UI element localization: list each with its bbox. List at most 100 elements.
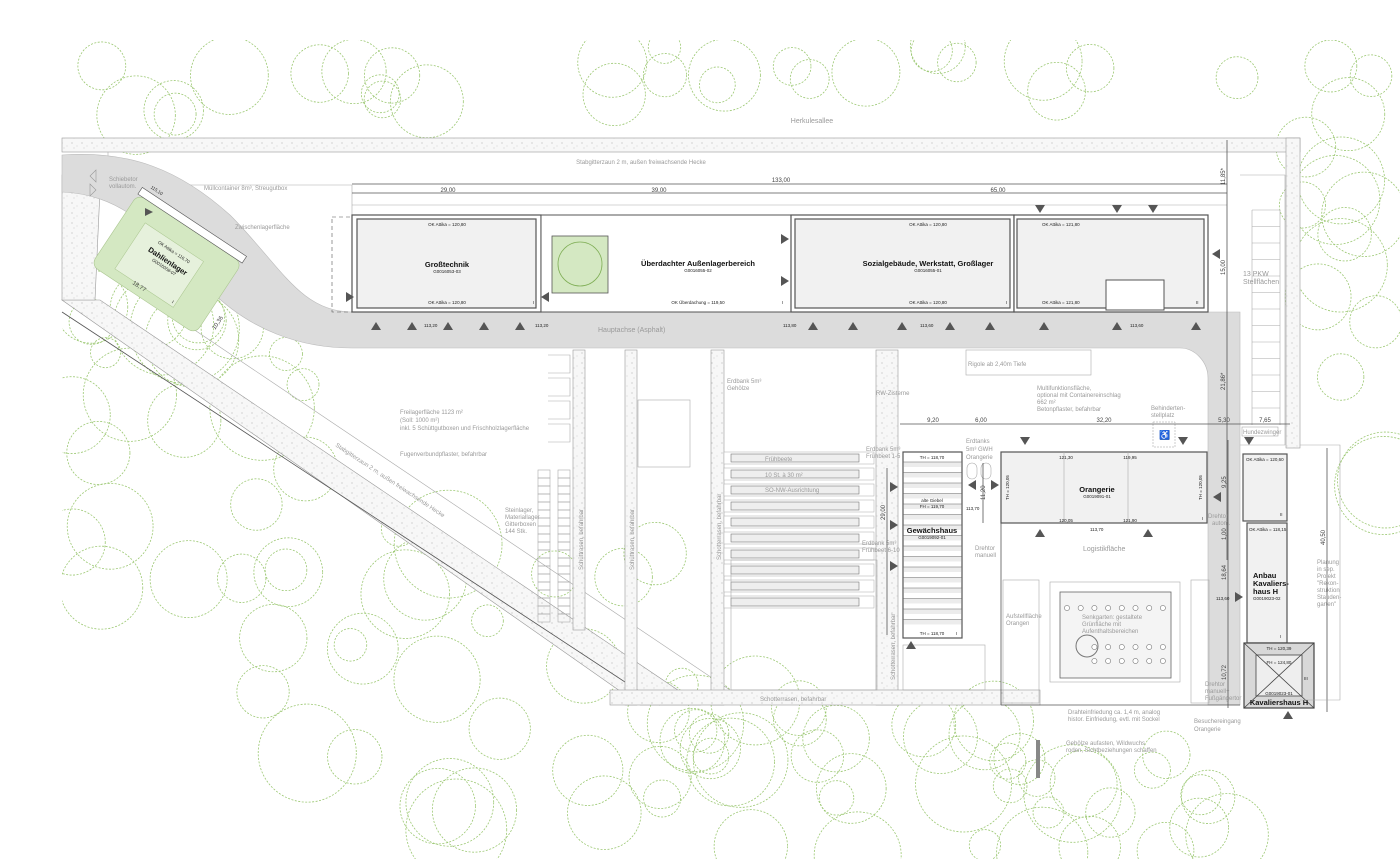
building-dahlienlager[interactable]: OK Attika = 116,70 Dahlienlager G0016058… <box>91 181 251 334</box>
bed <box>730 485 860 495</box>
glass-panel <box>904 567 961 572</box>
ridge-label: TH = 120,05 <box>1198 475 1203 500</box>
earthbank-label: Frühbeet 1-5 <box>866 454 901 460</box>
gate-arrow-icon <box>89 183 97 197</box>
building-name: haus H <box>1253 587 1278 596</box>
tree-icon <box>405 778 508 859</box>
tank-icon <box>966 462 978 480</box>
tree-icon <box>1091 658 1098 664</box>
dimension-label: 39,00 <box>651 188 667 194</box>
parking-spaces <box>1251 209 1281 425</box>
planning-note: Projekt <box>1317 574 1336 580</box>
tree-icon <box>692 737 730 775</box>
building-grosstechnik[interactable]: OK Attika = 120,80 Großtechnik G0016053-… <box>351 214 542 313</box>
visitor-entrance-label: Besuchereingang <box>1194 719 1241 725</box>
tree-icon <box>674 709 718 753</box>
bed <box>730 581 860 591</box>
beds-label: Frühbeete <box>765 457 793 463</box>
tree-icon <box>643 779 681 818</box>
glass-panel <box>904 483 961 488</box>
glass-panel <box>904 514 961 520</box>
tree-icon <box>1160 658 1166 664</box>
grid-box <box>537 541 551 551</box>
gate-label: Fußgängertor <box>1205 696 1241 702</box>
entrance-arrow-right-icon <box>781 234 789 244</box>
gate-label: Schiebetor <box>109 177 138 183</box>
glass-panel <box>904 472 961 478</box>
building-name: Großtechnik <box>425 260 470 269</box>
main-axis-label: Hauptachse (Asphalt) <box>598 327 665 334</box>
building-anbau-kavaliershaus[interactable]: OK Attika = 118,15 Anbau Kavaliers- haus… <box>1246 522 1289 644</box>
grid-box <box>557 501 571 511</box>
grid-box <box>557 613 571 623</box>
entrance-arrow-down-icon <box>1035 205 1045 213</box>
tree-icon <box>968 829 1002 859</box>
tree-icon <box>471 604 504 638</box>
tree-icon <box>818 780 855 816</box>
level-label: 113,70 <box>966 506 980 511</box>
entrance-arrow-up-icon <box>443 322 453 330</box>
waste-label: Müllcontainer 8m³, Streugutbox <box>204 186 287 192</box>
bed <box>730 517 860 527</box>
tree-icon <box>772 47 812 86</box>
tree-icon <box>1290 155 1381 245</box>
boundary-line <box>1300 444 1341 701</box>
tree-icon <box>360 549 450 639</box>
boundary-line-diagonal <box>149 299 731 691</box>
sunken-garden-label: Aufenthaltsbereichen <box>1082 629 1138 635</box>
tree-icon <box>1146 605 1153 611</box>
tree-icon <box>1134 751 1171 789</box>
entrance-arrow-right-icon <box>1235 592 1243 602</box>
open-field <box>902 644 986 691</box>
building-sozialgebaeude[interactable]: OK Attika = 120,80 Sozialgebäude, Werkst… <box>790 214 1015 313</box>
tree-icon <box>996 806 1089 859</box>
building-aussenlager[interactable]: Überdachter Außenlagerbereich G0016055-0… <box>540 214 792 313</box>
grid-box <box>537 573 551 583</box>
tree-icon <box>1058 815 1121 859</box>
tree-icon <box>1085 787 1136 838</box>
wheelchair-icon: ♿ <box>1159 429 1170 440</box>
tree-icon <box>1023 744 1122 843</box>
tree-icon <box>62 376 111 454</box>
glass-panel <box>904 462 961 467</box>
tree-icon <box>1337 431 1400 529</box>
kennel <box>1241 426 1279 437</box>
tree-icon <box>1297 136 1385 225</box>
tree-icon <box>816 753 887 824</box>
gravel-label: Schotterrasen, befahrbar <box>891 614 897 680</box>
entrance-arrow-right-icon <box>890 520 898 530</box>
tree-icon <box>62 545 144 630</box>
tree-icon <box>915 735 1012 833</box>
attika-label: OK Attika = 120,80 <box>909 300 947 305</box>
entrance-arrow-up-icon <box>1283 711 1293 719</box>
building-lager-2[interactable]: OK Attika = 121,80 OK Attika = 121,80 II <box>1013 214 1209 313</box>
entrance-arrow-up-icon <box>1112 322 1122 330</box>
floor-label: III <box>1304 676 1308 681</box>
entrance-arrow-up-icon <box>897 322 907 330</box>
building-code: G0019023-02 <box>1253 596 1281 601</box>
entrance-arrow-up-icon <box>906 641 916 649</box>
grid-box <box>557 517 571 527</box>
tree-icon <box>66 420 131 485</box>
building-code: G0019023-01 <box>1265 691 1293 696</box>
tree-icon <box>1049 749 1118 818</box>
building-kavaliershaus-h[interactable]: TH = 120,39 FH = 124,80 G0019023-01 III … <box>1243 642 1315 709</box>
tree-icon <box>594 547 653 607</box>
tank-icon <box>980 462 992 480</box>
setup-label: Orangen <box>1006 621 1029 627</box>
ridge-label: TH = 120,39 <box>1267 646 1292 651</box>
tree-icon <box>1278 181 1326 229</box>
dimension-label: 29,00 <box>440 188 456 194</box>
building-anbau-top[interactable]: OK Attika = 120,60 II <box>1242 453 1288 522</box>
tree-icon <box>953 680 1034 762</box>
building-orangerie[interactable]: 121,30 119,95 120,05 121,90 TH = 120,05 … <box>1000 451 1208 524</box>
tree-icon <box>1275 116 1337 178</box>
tree-icon <box>1064 605 1070 611</box>
planting-square <box>637 399 691 468</box>
dimension-label: 133,00 <box>772 178 791 184</box>
gable-label: alte Giebel <box>921 498 943 503</box>
level-label: 121,30 <box>1059 455 1073 460</box>
building-gewaechshaus[interactable]: TH = 118,70 alte Giebel FH = 119,70 Gewä… <box>902 451 963 639</box>
tree-icon <box>1146 658 1153 664</box>
